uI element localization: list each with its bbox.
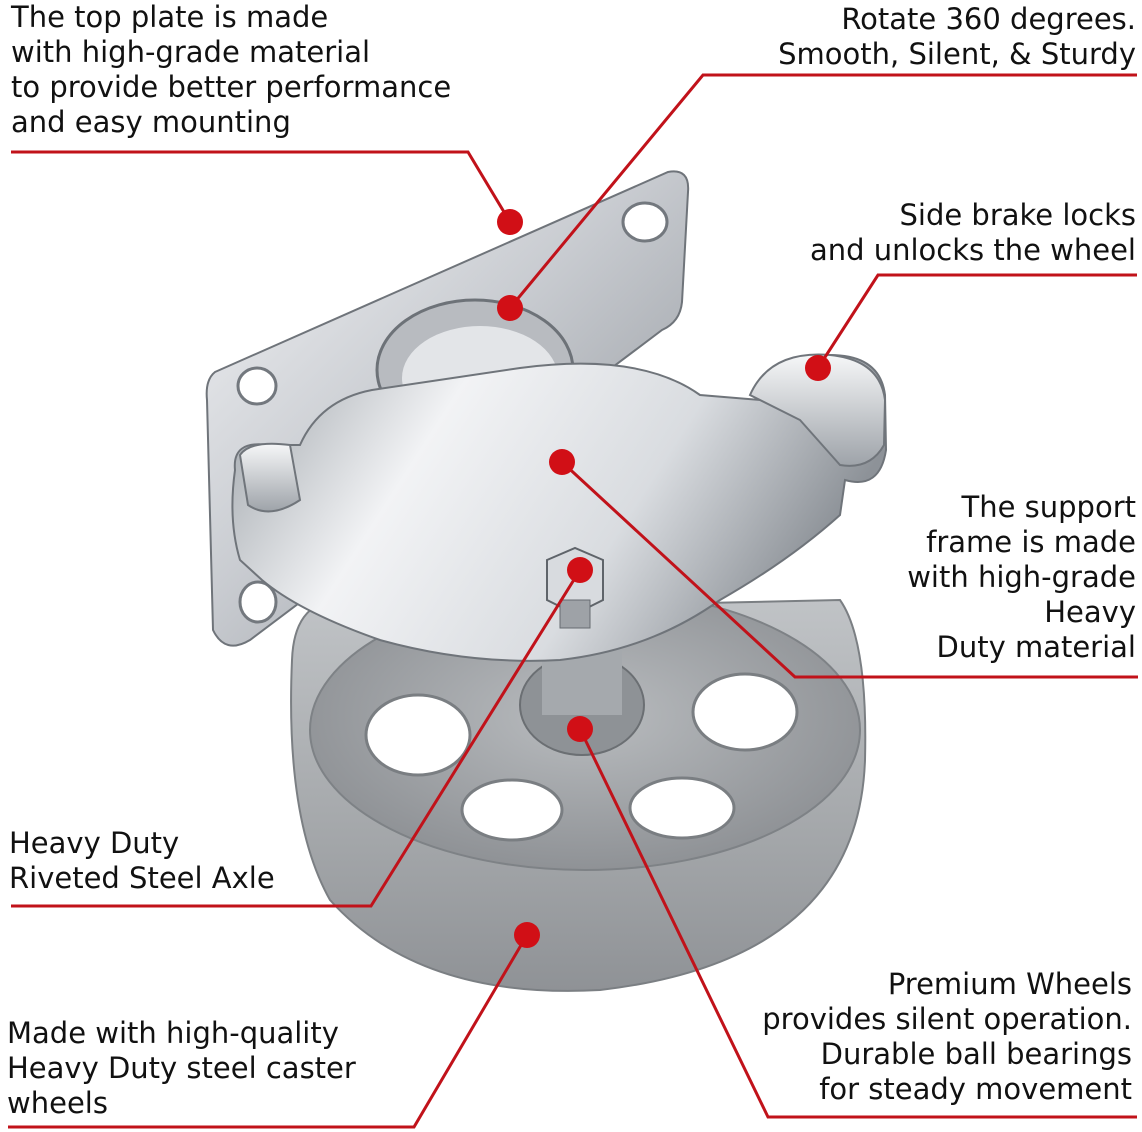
callout-rotate: Rotate 360 degrees. Smooth, Silent, & St… (778, 2, 1136, 72)
leader-brake (816, 273, 1137, 369)
callout-line: provides silent operation. (762, 1002, 1132, 1036)
callout-dot-icon (567, 557, 593, 583)
support-frame (231, 353, 888, 662)
callout-line: with high-grade (907, 560, 1136, 594)
callout-line: Duty material (936, 630, 1136, 664)
spoke-hole-icon (364, 693, 472, 777)
brake-tab-left (238, 442, 302, 513)
callout-line: Premium Wheels (887, 967, 1132, 1001)
brake-tab-right (748, 353, 887, 467)
callout-line: Made with high-quality (7, 1016, 339, 1050)
callout-line: frame is made (926, 525, 1136, 559)
callout-dot-icon (497, 209, 523, 235)
callout-line: The top plate is made (11, 0, 329, 34)
callout-brake: Side brake locks and unlocks the wheel (810, 198, 1136, 268)
spoke-hole-icon (628, 776, 736, 840)
mount-hole-icon (236, 366, 278, 406)
leader-axle (11, 569, 582, 908)
callout-line: Smooth, Silent, & Sturdy (778, 37, 1136, 71)
mount-hole-icon (621, 201, 669, 243)
callout-line: Heavy Duty steel caster (7, 1051, 356, 1085)
callout-line: with high-grade material (11, 35, 371, 69)
callout-dot-icon (497, 295, 523, 321)
callout-premium-wheels: Premium Wheels provides silent operation… (762, 967, 1132, 1107)
callout-top-plate: The top plate is made with high-grade ma… (11, 0, 451, 140)
callout-dots (497, 209, 831, 948)
callout-line: Durable ball bearings (820, 1037, 1132, 1071)
spoke-hole-icon (691, 672, 799, 752)
callout-line: Riveted Steel Axle (9, 861, 275, 895)
leader-rotate (508, 73, 1137, 309)
callout-lines (8, 73, 1138, 1129)
callout-steel-wheels: Made with high-quality Heavy Duty steel … (7, 1016, 356, 1121)
callout-dot-icon (567, 716, 593, 742)
leader-premium (578, 728, 1137, 1119)
mount-hole-icon (238, 580, 278, 624)
callout-line: and easy mounting (11, 105, 291, 139)
leader-wheels (8, 934, 529, 1129)
callout-dot-icon (549, 449, 575, 475)
callout-support-frame: The support frame is made with high-grad… (907, 490, 1136, 665)
wheel (290, 589, 867, 992)
callout-line: Heavy (1044, 595, 1136, 629)
leader-top-plate (11, 150, 512, 223)
callout-dot-icon (805, 355, 831, 381)
leader-frame (560, 460, 1138, 679)
callout-line: and unlocks the wheel (809, 233, 1136, 267)
callout-line: to provide better performance (11, 70, 452, 104)
callout-line: for steady movement (819, 1072, 1132, 1106)
callout-dot-icon (514, 922, 540, 948)
callout-line: Heavy Duty (9, 826, 180, 860)
callout-line: Rotate 360 degrees. (841, 2, 1136, 36)
spoke-hole-icon (460, 778, 564, 842)
callout-axle: Heavy Duty Riveted Steel Axle (9, 826, 275, 896)
callout-line: The support (961, 490, 1137, 524)
callout-line: wheels (7, 1086, 108, 1120)
callout-line: Side brake locks (899, 198, 1136, 232)
